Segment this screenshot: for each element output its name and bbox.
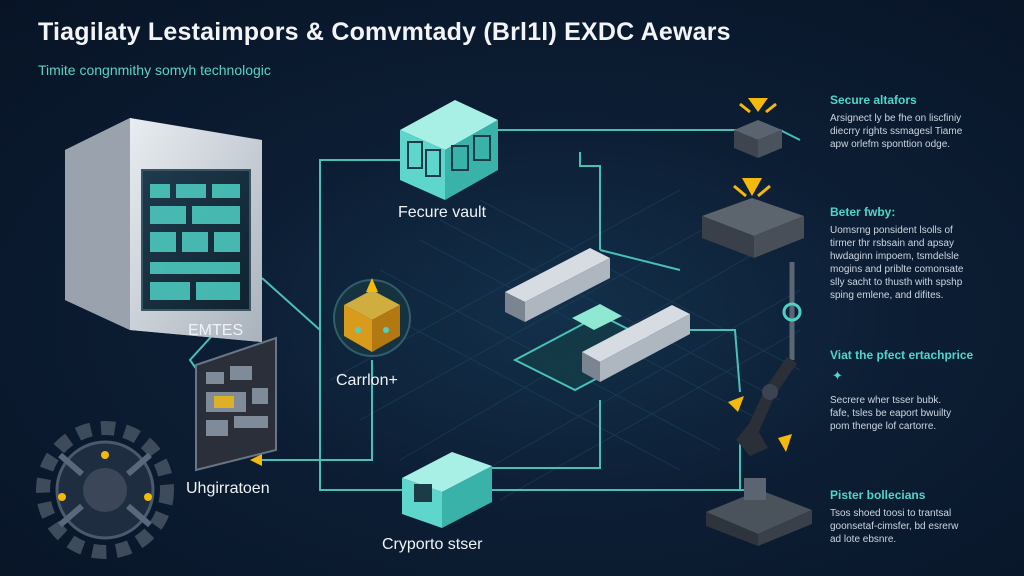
- vault-cube-icon: [400, 100, 498, 200]
- circuit-board-icon: [195, 336, 277, 472]
- connector-lines: [188, 129, 801, 516]
- page-title: Tiagilaty Lestaimpors & Comvmtady (Brl1l…: [38, 18, 731, 46]
- page-subtitle: Timite congnmithy somyh technologic: [38, 62, 271, 78]
- crypto-cube-icon: [333, 278, 411, 357]
- server-cabinet-icon: [65, 118, 262, 342]
- robotic-arm-icon: [728, 262, 802, 456]
- node-label-secure-vault: Fecure vault: [398, 204, 487, 221]
- node-label-emtes: EMTES: [188, 322, 244, 339]
- right-panel-body: Uomsrng ponsident lsolls of tirmer thr r…: [830, 225, 964, 301]
- right-panel-heading: Secure altafors: [830, 93, 917, 107]
- arrow-head-left: [250, 454, 262, 466]
- right-panel-heading: Viat the pfect ertachprice: [830, 348, 974, 362]
- network-block-icon: [706, 478, 812, 546]
- node-label-uhgirratoen: Uhgirratoen: [186, 480, 270, 497]
- node-label-carrlon: Carrlon+: [336, 372, 398, 389]
- sparkle-icon: ✦: [832, 368, 843, 383]
- alert-block-icon: [734, 98, 782, 158]
- right-panel-body: Tsos shoed toosi to trantsal goonsetaf-c…: [830, 508, 959, 545]
- right-panel-body: Arsignect ly be fhe on liscfiniy diecrry…: [830, 113, 963, 150]
- crypto-store-box-icon: [402, 452, 492, 528]
- right-panel-heading: Pister bollecians: [830, 488, 926, 502]
- node-label-crypto-ster: Cryporto stser: [382, 536, 483, 553]
- right-panel-heading: Beter fwby:: [830, 205, 896, 219]
- gear-icon: [36, 421, 174, 559]
- ledger-hardware-icon: [505, 248, 690, 392]
- alert-block-icon: [702, 178, 804, 258]
- right-panel-body: Secrere wher tsser bubk. fafe, tsles be …: [830, 395, 952, 432]
